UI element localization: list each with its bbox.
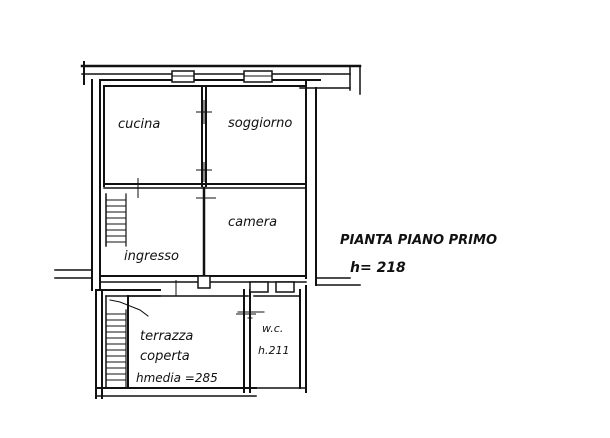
room-label-cucina: cucina bbox=[118, 117, 160, 132]
plan-title: PIANTA PIANO PRIMO bbox=[340, 233, 497, 248]
room-label-terrazza: terrazza bbox=[140, 329, 193, 344]
room-label-soggiorno: soggiorno bbox=[228, 116, 292, 131]
room-label-wc-height: h.211 bbox=[258, 344, 289, 357]
room-label-terrazza-line3: hmedia =285 bbox=[136, 371, 218, 385]
room-label-camera: camera bbox=[228, 215, 277, 230]
plan-height-note: h= 218 bbox=[350, 260, 406, 276]
room-label-terrazza-line2: coperta bbox=[140, 349, 190, 364]
room-label-wc: w.c. bbox=[262, 322, 283, 335]
cross-marks bbox=[137, 100, 256, 324]
room-label-ingresso: ingresso bbox=[124, 249, 179, 264]
